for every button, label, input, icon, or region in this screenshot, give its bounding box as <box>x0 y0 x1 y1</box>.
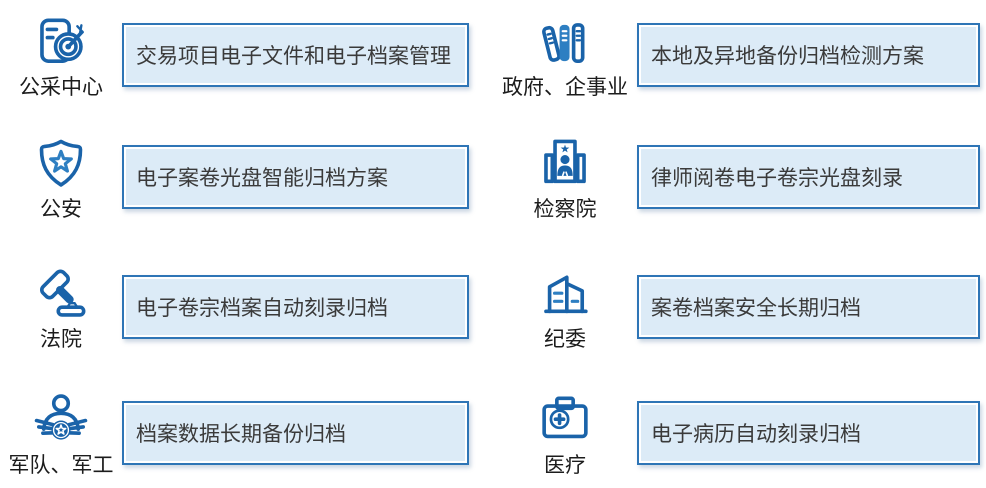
document-target-icon <box>40 18 84 63</box>
sector-group: 政府、企事业 <box>493 0 637 99</box>
gavel-icon <box>39 269 86 317</box>
sector-group: 公安 <box>0 122 122 221</box>
military-badge-icon <box>34 394 88 440</box>
sector-label: 医疗 <box>544 454 586 477</box>
solution-text: 案卷档案安全长期归档 <box>651 297 861 320</box>
sector-group: 纪委 <box>493 252 637 351</box>
sector-group: 法院 <box>0 252 122 351</box>
sector-label: 军队、军工 <box>8 454 114 477</box>
shield-star-icon <box>39 139 83 187</box>
solution-text: 本地及异地备份归档检测方案 <box>651 45 924 68</box>
solution-text: 电子病历自动刻录归档 <box>651 423 861 446</box>
solution-text: 律师阅卷电子卷宗光盘刻录 <box>651 167 903 190</box>
first-aid-kit-icon <box>542 396 588 439</box>
solution-box: 律师阅卷电子卷宗光盘刻录 <box>637 145 980 209</box>
solution-box: 电子卷宗档案自动刻录归档 <box>122 275 469 339</box>
sector-group: 军队、军工 <box>0 378 122 477</box>
solution-box: 电子案卷光盘智能归档方案 <box>122 145 469 209</box>
sector-cell-discipline: 纪委 案卷档案安全长期归档 <box>493 252 986 378</box>
solution-box: 案卷档案安全长期归档 <box>637 275 980 339</box>
sector-cell-military: 军队、军工 档案数据长期备份归档 <box>0 378 493 488</box>
solution-box: 本地及异地备份归档检测方案 <box>637 23 980 87</box>
sector-cell-procurement: 公采中心 交易项目电子文件和电子档案管理 <box>0 0 493 122</box>
solution-text: 电子案卷光盘智能归档方案 <box>136 167 388 190</box>
sector-cell-court: 法院 电子卷宗档案自动刻录归档 <box>0 252 493 378</box>
sector-label: 公安 <box>40 198 82 221</box>
sector-label: 法院 <box>40 328 82 351</box>
sector-cell-medical: 医疗 电子病历自动刻录归档 <box>493 378 986 488</box>
solution-box: 档案数据长期备份归档 <box>122 401 469 465</box>
sector-group: 医疗 <box>493 378 637 477</box>
books-icon <box>542 23 585 63</box>
sector-label: 政府、企事业 <box>502 76 628 99</box>
sector-cell-police: 公安 电子案卷光盘智能归档方案 <box>0 122 493 252</box>
sector-label: 检察院 <box>533 198 597 221</box>
sector-group: 公采中心 <box>0 0 122 99</box>
sector-cell-procuratorate: 检察院 律师阅卷电子卷宗光盘刻录 <box>493 122 986 252</box>
solution-text: 电子卷宗档案自动刻录归档 <box>136 297 388 320</box>
sector-group: 检察院 <box>493 122 637 221</box>
solution-text: 交易项目电子文件和电子档案管理 <box>136 45 451 68</box>
sector-cell-government: 政府、企事业 本地及异地备份归档检测方案 <box>493 0 986 122</box>
sector-label: 纪委 <box>544 328 586 351</box>
solution-box: 交易项目电子文件和电子档案管理 <box>122 23 469 87</box>
buildings-icon <box>544 275 588 314</box>
sector-label: 公采中心 <box>19 76 103 99</box>
solution-text: 档案数据长期备份归档 <box>136 423 346 446</box>
solution-box: 电子病历自动刻录归档 <box>637 401 980 465</box>
courthouse-person-icon <box>544 139 586 184</box>
